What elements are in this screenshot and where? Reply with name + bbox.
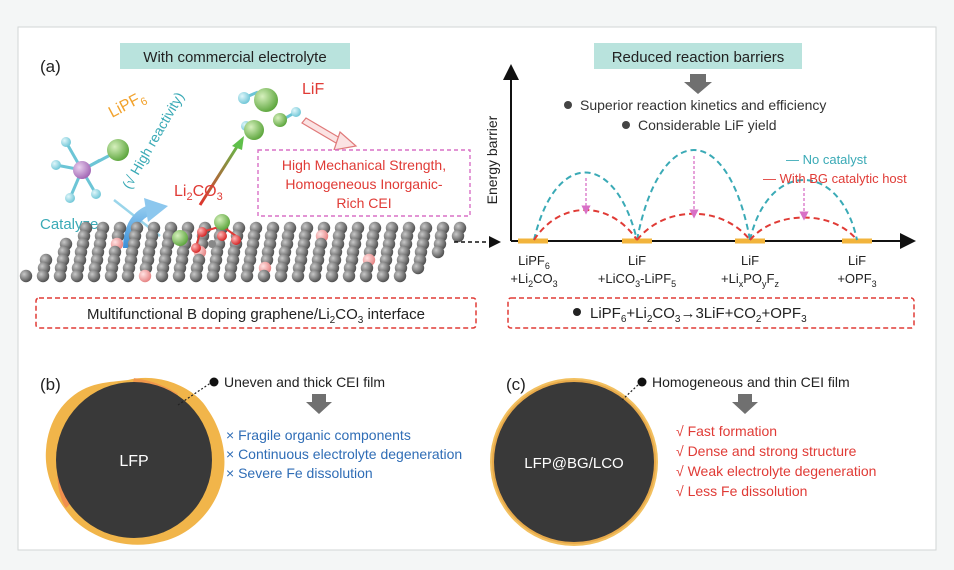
equation-box	[507, 297, 915, 329]
left-header: With commercial electrolyte	[143, 49, 326, 66]
b-pointer	[177, 381, 213, 406]
strength-box	[257, 149, 471, 217]
lipf6-molecule	[51, 137, 129, 203]
carbon-atom	[274, 269, 288, 283]
carbon-atom	[53, 269, 67, 283]
lif-to-cei-arrow	[301, 117, 358, 151]
b-item-1: × Fragile organic components	[226, 427, 411, 443]
interface-box	[35, 297, 477, 329]
carbon-atom	[431, 245, 445, 259]
boron-dopant-atom	[138, 269, 152, 283]
state-label-4-line-2: +OPF3	[837, 271, 876, 289]
state-label-3-line-1: LiF	[741, 253, 759, 268]
state-label-3-line-2: +LixPOyFz	[721, 271, 779, 289]
bullet-2: Considerable LiF yield	[638, 117, 777, 133]
y-axis-label: Energy barrier	[484, 115, 500, 204]
panel-c-label: (c)	[506, 375, 526, 394]
catalyze-arrowhead	[144, 198, 168, 222]
c-item-2: √ Dense and strong structure	[676, 443, 857, 459]
carbon-atom	[325, 269, 339, 283]
carbon-atom	[155, 269, 169, 283]
lco-label: LFP@BG/LCO	[524, 455, 623, 472]
c-item-3: √ Weak electrolyte degeneration	[676, 463, 876, 479]
left-header-box	[120, 43, 350, 69]
carbon-atom	[104, 269, 118, 283]
carbon-atom	[342, 269, 356, 283]
strength-line-3: Rich CEI	[336, 195, 391, 211]
bullet-1-dot	[564, 101, 572, 109]
state-label-4-line-1: LiF	[848, 253, 866, 268]
state-label-1-line-2: +Li2CO3	[510, 271, 557, 289]
panel-a-label: (a)	[40, 57, 61, 76]
carbon-atom	[359, 269, 373, 283]
interface-label: Multifunctional B doping graphene/Li2CO3…	[87, 306, 425, 326]
right-header: Reduced reaction barriers	[612, 49, 785, 66]
carbon-atom	[206, 269, 220, 283]
bullet-2-dot	[622, 121, 630, 129]
carbon-atom	[19, 269, 33, 283]
carbon-atom	[411, 261, 425, 275]
carbon-atom	[36, 269, 50, 283]
bullet-1: Superior reaction kinetics and efficienc…	[580, 97, 826, 113]
state-label-2-line-2: +LiCO3-LiPF5	[598, 271, 676, 289]
c-item-1: √ Fast formation	[676, 423, 777, 439]
b-film-label: Uneven and thick CEI film	[224, 374, 385, 390]
right-header-box	[594, 43, 802, 69]
carbon-atom	[240, 269, 254, 283]
lfp-particle	[56, 382, 212, 538]
b-item-3: × Severe Fe dissolution	[226, 465, 373, 481]
b-down-arrow	[306, 394, 332, 414]
lif-label: LiF	[302, 81, 324, 98]
c-down-arrow	[732, 394, 758, 414]
lfp-label: LFP	[119, 453, 148, 470]
carbon-atom	[308, 269, 322, 283]
carbon-atom	[70, 269, 84, 283]
carbon-atom	[121, 269, 135, 283]
b-pointer-dot	[209, 377, 219, 387]
c-film-label: Homogeneous and thin CEI film	[652, 374, 850, 390]
barrier-drop-arrows	[581, 156, 809, 221]
strength-line-2: Homogeneous Inorganic-	[285, 176, 443, 192]
carbon-atom	[223, 269, 237, 283]
carbon-atom	[189, 269, 203, 283]
carbon-atom	[376, 269, 390, 283]
graphene-sheet	[19, 221, 467, 283]
legend-bg: — With BG catalytic host	[763, 171, 907, 186]
reaction-arrow	[198, 136, 244, 206]
legend-no-catalyst: — No catalyst	[786, 152, 867, 167]
b-item-2: × Continuous electrolyte degeneration	[226, 446, 462, 462]
c-pointer	[621, 382, 641, 401]
equation-text: LiPF6+Li2CO3→3LiF+CO2+OPF3	[590, 305, 807, 325]
panel-b-label: (b)	[40, 375, 61, 394]
equation-dot	[573, 308, 581, 316]
carbon-atom	[393, 269, 407, 283]
carbon-atom	[172, 269, 186, 283]
c-item-4: √ Less Fe dissolution	[676, 483, 807, 499]
state-label-2-line-1: LiF	[628, 253, 646, 268]
no-catalyst-curve	[533, 149, 858, 241]
state-labels: LiPF6+Li2CO3 LiF +LiCO3-LiPF5 LiF +LixPOyFz L…	[510, 253, 876, 289]
carbon-atom	[257, 269, 271, 283]
carbon-atom	[451, 229, 465, 243]
li2co3-label: Li2CO3	[174, 183, 223, 203]
carbon-atom	[87, 269, 101, 283]
carbon-atom	[291, 269, 305, 283]
strength-line-1: High Mechanical Strength,	[282, 157, 446, 173]
right-down-arrow	[684, 74, 712, 94]
lif-molecules	[238, 88, 301, 140]
state-label-1-line-1: LiPF6	[518, 253, 550, 271]
li2co3-cluster	[172, 214, 241, 253]
lco-particle	[494, 382, 654, 542]
c-pointer-dot	[637, 377, 647, 387]
